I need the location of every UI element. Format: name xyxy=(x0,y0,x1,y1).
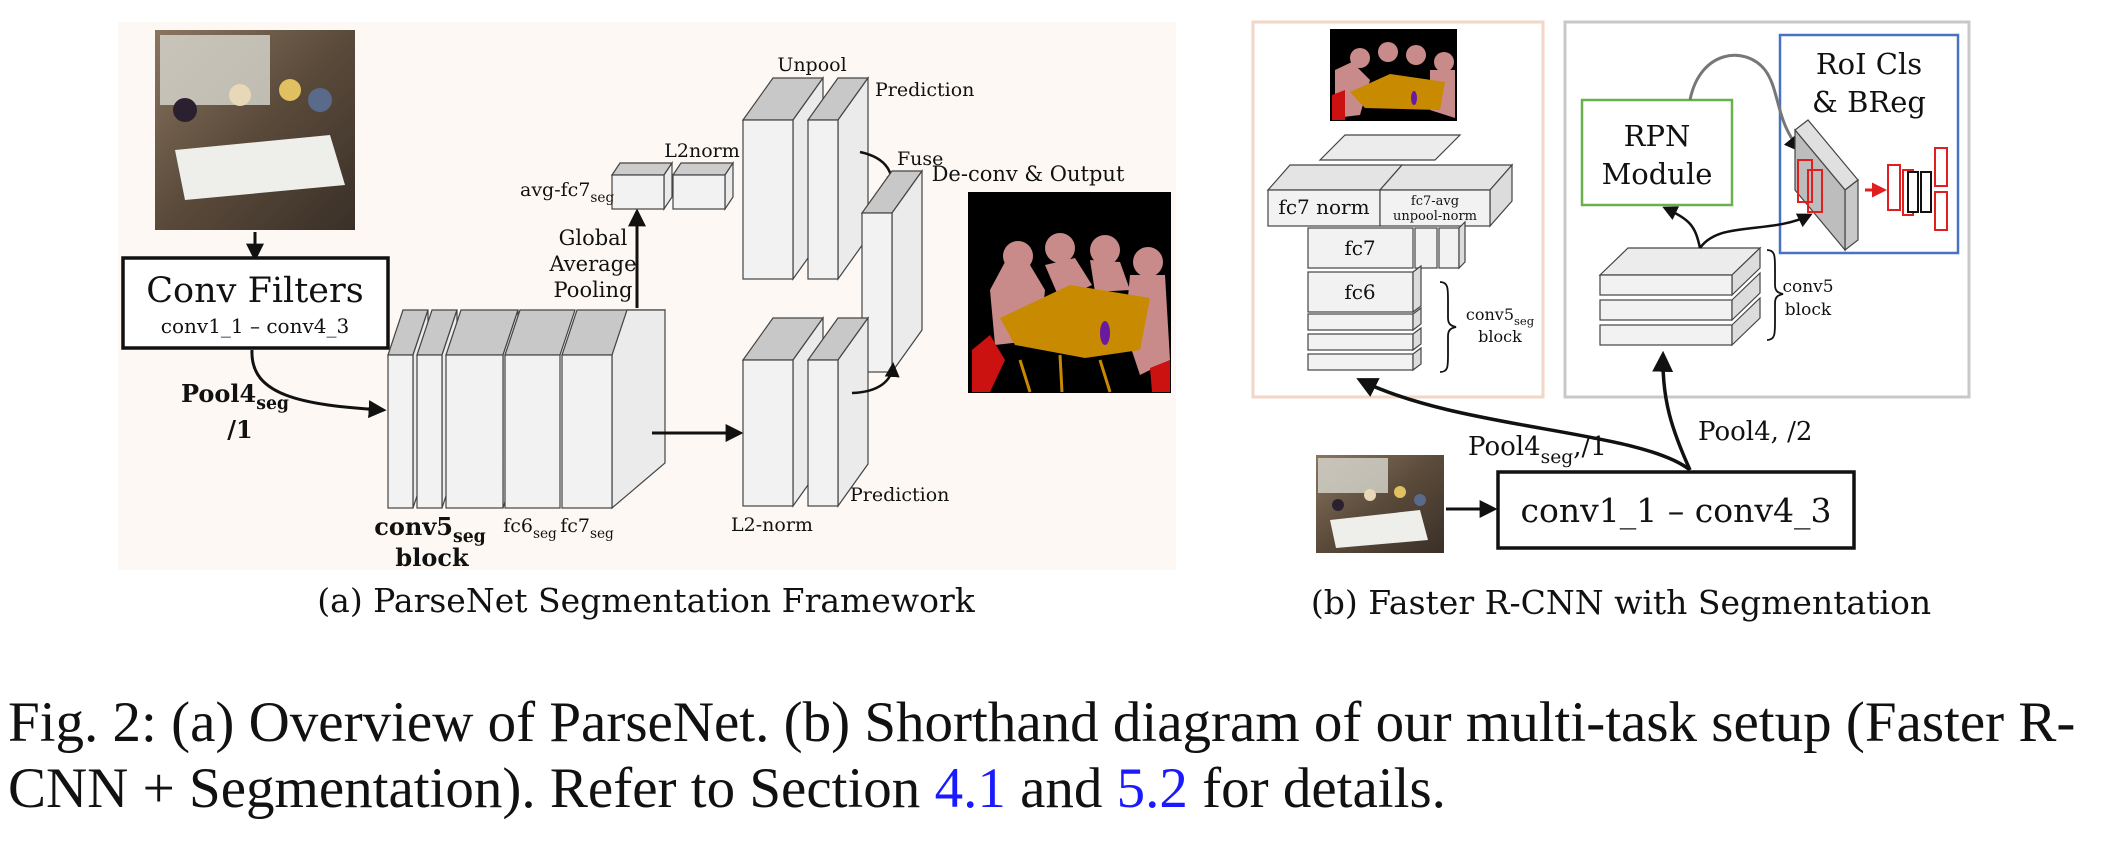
panel-b: fc7 norm fc7-avg unpool-norm fc7 fc6 con… xyxy=(1251,20,1971,622)
rpn-module-box xyxy=(1580,98,1734,207)
pool4seg-arrow xyxy=(1356,378,1692,472)
conv5-to-roi-arrow xyxy=(1698,213,1813,249)
rpn-line2: Module xyxy=(1602,157,1713,191)
conv-filters-box xyxy=(121,256,390,350)
fc7-box xyxy=(1307,220,1466,270)
avg-fc7-label: avg-fc7seg xyxy=(520,179,615,206)
l2norm-bottom-label: L2-norm xyxy=(731,514,813,536)
segmentation-output-image xyxy=(968,192,1171,393)
arrow-prediction-to-fuse xyxy=(851,362,900,395)
fc7-seg-label: fc7seg xyxy=(560,515,614,542)
gap-line1: Global xyxy=(559,226,628,250)
roi-line1: RoI Cls xyxy=(1816,47,1922,81)
section-link-4-1[interactable]: 4.1 xyxy=(934,757,1006,820)
seg-branch-output-image xyxy=(1330,29,1457,121)
conv5-label-line2: block xyxy=(1785,300,1832,320)
fuse-block xyxy=(860,169,924,374)
caption-part1: Fig. 2: (a) Overview of ParseNet. (b) Sh… xyxy=(8,691,2076,820)
gap-line2: Average xyxy=(548,252,636,276)
prediction-top-label: Prediction xyxy=(875,79,974,101)
section-link-5-2[interactable]: 5.2 xyxy=(1116,757,1188,820)
roi-feature-map xyxy=(1794,119,1859,252)
unpool-label: Unpool xyxy=(777,54,846,76)
conv-filters-title: Conv Filters xyxy=(146,271,363,311)
avg-fc7-box xyxy=(610,161,674,211)
conv5-to-rpn-arrow xyxy=(1662,206,1702,249)
conv-filters-range: conv1_1 – conv4_3 xyxy=(161,314,349,338)
input-photo xyxy=(155,30,355,230)
pool4-half-arrow xyxy=(1652,350,1692,471)
panel-a: Conv Filters conv1_1 – conv4_3 Pool4seg … xyxy=(118,22,1176,620)
fc7-avg-label-line2: unpool-norm xyxy=(1393,209,1477,224)
seg-top-slab xyxy=(1318,134,1462,161)
panel-b-caption: (b) Faster R-CNN with Segmentation xyxy=(1311,583,1931,622)
fc6-seg-label: fc6seg xyxy=(503,515,557,542)
roi-head xyxy=(1887,147,1948,231)
conv5-seg-label-b: conv5seg xyxy=(1466,305,1535,328)
unpool-block xyxy=(741,76,870,281)
fc6-label: fc6 xyxy=(1344,280,1375,304)
conv5-seg-block-label-b: block xyxy=(1478,327,1522,346)
fc7-avg-label-line1: fc7-avg xyxy=(1411,194,1459,209)
rpn-line1: RPN xyxy=(1624,119,1691,153)
pool4-label: Pool4seg xyxy=(181,379,289,414)
rpn-to-roi-curve xyxy=(1688,53,1803,153)
figure-caption: Fig. 2: (a) Overview of ParseNet. (b) Sh… xyxy=(8,690,2098,822)
input-photo-b xyxy=(1316,455,1444,553)
l2norm-top-label: L2norm xyxy=(664,140,739,162)
pool4seg-label: Pool4seg,/1 xyxy=(1468,432,1607,468)
fc6-fc7-block xyxy=(504,309,666,510)
fc6-box xyxy=(1307,264,1422,314)
caption-part2: and xyxy=(1005,757,1117,820)
l2norm-top-box xyxy=(671,161,735,211)
conv5-seg-brace xyxy=(1439,281,1457,373)
prediction-bottom-label: Prediction xyxy=(850,484,949,506)
conv5-label-line1: conv5 xyxy=(1782,277,1833,297)
fuse-label: Fuse xyxy=(897,148,943,170)
gap-line3: Pooling xyxy=(554,278,633,302)
conv-range-box xyxy=(1496,470,1856,550)
figure-diagram: Conv Filters conv1_1 – conv4_3 Pool4seg … xyxy=(118,20,1971,622)
conv5-seg-slabs xyxy=(1307,306,1422,372)
pool4-div-label: /1 xyxy=(227,415,252,444)
conv5-seg-label: conv5seg xyxy=(374,512,486,547)
arrow-pool4-to-conv5 xyxy=(250,349,387,419)
pool4-half-label: Pool4, /2 xyxy=(1698,417,1812,447)
deconv-output-label: De-conv & Output xyxy=(932,162,1125,186)
conv5-block-detection xyxy=(1598,246,1762,347)
roi-line2: & BReg xyxy=(1812,85,1926,119)
fc7-norm-row xyxy=(1266,163,1514,228)
fc7-norm-label: fc7 norm xyxy=(1278,195,1369,219)
fc7-label: fc7 xyxy=(1344,236,1375,260)
conv5-block-label: block xyxy=(395,543,470,572)
conv-range-label: conv1_1 – conv4_3 xyxy=(1521,491,1832,531)
panel-a-caption: (a) ParseNet Segmentation Framework xyxy=(317,581,975,620)
caption-part3: for details. xyxy=(1187,757,1446,820)
conv5-brace xyxy=(1766,249,1784,341)
conv5-seg-block xyxy=(387,309,519,509)
l2norm-bottom-block xyxy=(741,316,870,508)
